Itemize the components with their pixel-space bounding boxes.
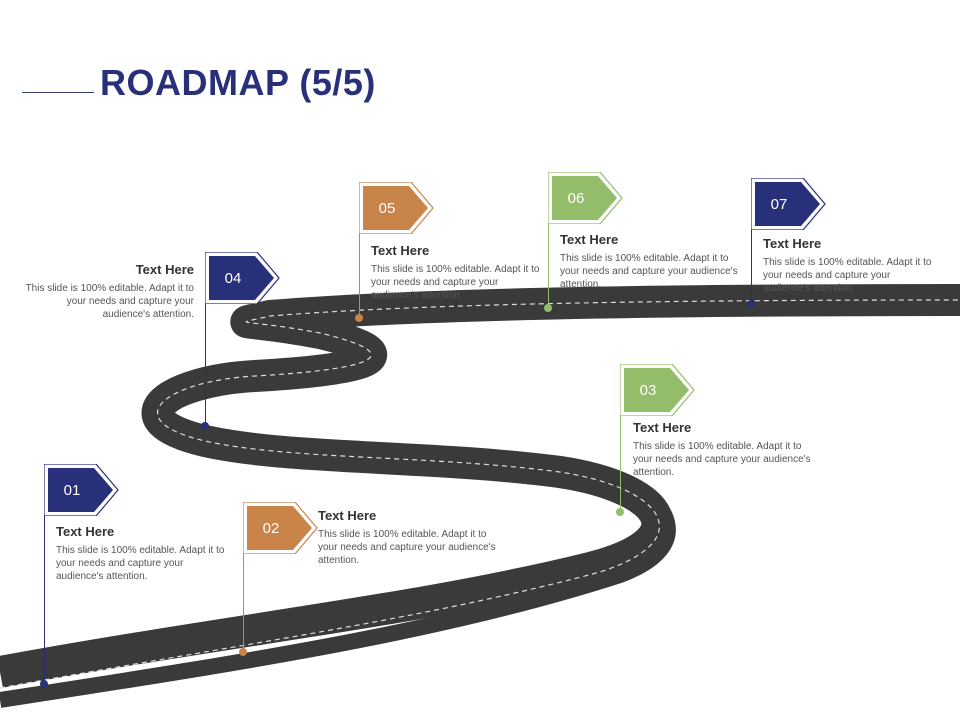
milestone-07-number: 07 [751,178,807,230]
milestone-04-text: Text Here This slide is 100% editable. A… [22,262,194,321]
milestone-01-text: Text Here This slide is 100% editable. A… [56,524,228,583]
milestone-07-text: Text Here This slide is 100% editable. A… [763,236,939,295]
milestone-05-marker [355,314,363,322]
milestone-01-number: 01 [44,464,100,516]
milestone-04-marker [201,422,209,430]
milestone-06-description: This slide is 100% editable. Adapt it to… [560,252,746,291]
milestone-04-description: This slide is 100% editable. Adapt it to… [22,282,194,321]
milestone-02-description: This slide is 100% editable. Adapt it to… [318,528,508,567]
milestone-07-flag: 07 [751,178,819,230]
milestone-05-flag: 05 [359,182,427,234]
milestone-06-flag: 06 [548,172,616,224]
milestone-03-text: Text Here This slide is 100% editable. A… [633,420,811,479]
milestone-05-number: 05 [359,182,415,234]
milestone-05-text: Text Here This slide is 100% editable. A… [371,243,543,302]
milestone-05-description: This slide is 100% editable. Adapt it to… [371,263,543,302]
milestone-04-number: 04 [205,252,261,304]
milestone-06-heading: Text Here [560,232,746,247]
milestone-07-heading: Text Here [763,236,939,251]
milestone-01-heading: Text Here [56,524,228,539]
milestone-02-text: Text Here This slide is 100% editable. A… [318,508,508,567]
milestone-01-description: This slide is 100% editable. Adapt it to… [56,544,228,583]
milestone-05-heading: Text Here [371,243,543,258]
milestone-07-marker [747,300,755,308]
milestone-03-marker [616,508,624,516]
milestone-03-flag: 03 [620,364,688,416]
milestone-06-text: Text Here This slide is 100% editable. A… [560,232,746,291]
milestone-02-heading: Text Here [318,508,508,523]
milestone-01-marker [40,680,48,688]
milestone-06-marker [544,304,552,312]
milestone-01-flag: 01 [44,464,112,516]
milestone-07-description: This slide is 100% editable. Adapt it to… [763,256,939,295]
milestone-06-number: 06 [548,172,604,224]
milestone-03-description: This slide is 100% editable. Adapt it to… [633,440,811,479]
milestone-04-heading: Text Here [22,262,194,277]
milestone-02-marker [239,648,247,656]
milestone-03-number: 03 [620,364,676,416]
milestone-04-flag: 04 [205,252,273,304]
road-center-line [0,300,960,688]
milestone-02-number: 02 [243,502,299,554]
milestone-03-heading: Text Here [633,420,811,435]
milestone-02-flag: 02 [243,502,311,554]
